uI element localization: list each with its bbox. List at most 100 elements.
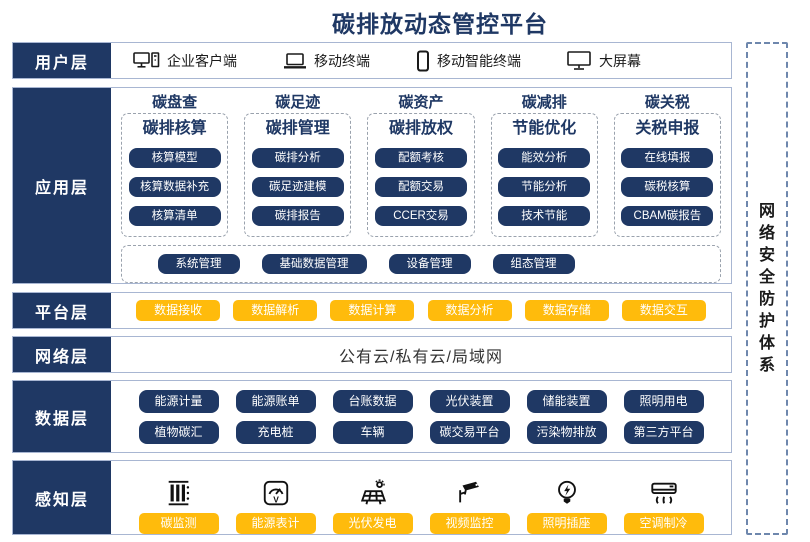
laptop-icon bbox=[283, 52, 307, 70]
solar-power-icon bbox=[358, 478, 388, 508]
sense-label-chip: 视频监控 bbox=[430, 513, 510, 534]
user-item-smart-terminal: 移动智能终端 bbox=[416, 50, 521, 72]
user-item-mobile-terminal: 移动终端 bbox=[283, 51, 370, 71]
app-module-chip: 碳足迹建模 bbox=[252, 177, 344, 197]
common-module-chip: 基础数据管理 bbox=[262, 254, 367, 274]
light-bulb-icon bbox=[552, 478, 582, 508]
app-column-carbon-inventory: 碳盘查 碳排核算 核算模型 核算数据补充 核算清单 bbox=[121, 93, 228, 237]
application-layer-label: 应用层 bbox=[13, 88, 111, 283]
app-column-header: 碳足迹 bbox=[275, 93, 320, 113]
application-layer-row: 应用层 碳盘查 碳排核算 核算模型 核算数据补充 核算清单 碳足迹 碳排管理 bbox=[12, 87, 732, 284]
sense-label-chip: 碳监测 bbox=[139, 513, 219, 534]
sense-label-chip: 光伏发电 bbox=[333, 513, 413, 534]
app-module-chip: 核算清单 bbox=[129, 206, 221, 226]
network-layer-text: 公有云/私有云/局域网 bbox=[111, 337, 731, 372]
platform-chip: 数据存储 bbox=[525, 300, 609, 321]
app-column-box: 碳排管理 碳排分析 碳足迹建模 碳排报告 bbox=[244, 113, 351, 237]
perception-layer-label: 感知层 bbox=[13, 461, 111, 534]
data-source-chip: 第三方平台 bbox=[624, 421, 704, 444]
common-module-chip: 设备管理 bbox=[389, 254, 471, 274]
app-module-chip: CBAM碳报告 bbox=[621, 206, 713, 226]
app-column-box: 节能优化 能效分析 节能分析 技术节能 bbox=[491, 113, 598, 237]
carbon-monitor-icon bbox=[164, 478, 194, 508]
sense-label-chip: 能源表计 bbox=[236, 513, 316, 534]
data-source-chip: 污染物排放 bbox=[527, 421, 607, 444]
user-item-label: 企业客户端 bbox=[167, 51, 237, 71]
app-column-subheader: 碳排放权 bbox=[389, 119, 453, 139]
app-column-subheader: 碳排管理 bbox=[266, 119, 330, 139]
app-module-chip: 能效分析 bbox=[498, 148, 590, 168]
app-column-carbon-asset: 碳资产 碳排放权 配额考核 配额交易 CCER交易 bbox=[367, 93, 474, 237]
app-column-box: 碳排核算 核算模型 核算数据补充 核算清单 bbox=[121, 113, 228, 237]
data-source-chip: 充电桩 bbox=[236, 421, 316, 444]
app-common-modules-box: 系统管理 基础数据管理 设备管理 组态管理 bbox=[121, 245, 721, 283]
network-layer-row: 网络层 公有云/私有云/局域网 bbox=[12, 336, 732, 373]
app-column-subheader: 关税申报 bbox=[635, 119, 699, 139]
application-layer-content: 碳盘查 碳排核算 核算模型 核算数据补充 核算清单 碳足迹 碳排管理 碳排分析 … bbox=[111, 88, 731, 283]
data-source-chip: 能源账单 bbox=[236, 390, 316, 413]
platform-chip: 数据解析 bbox=[233, 300, 317, 321]
data-source-chip: 植物碳汇 bbox=[139, 421, 219, 444]
data-layer-label: 数据层 bbox=[13, 381, 111, 452]
user-item-label: 大屏幕 bbox=[599, 51, 641, 71]
user-layer-label: 用户层 bbox=[13, 43, 111, 78]
sense-label-chip: 照明插座 bbox=[527, 513, 607, 534]
data-source-chip: 碳交易平台 bbox=[430, 421, 510, 444]
data-source-chip: 能源计量 bbox=[139, 390, 219, 413]
user-layer-content: 企业客户端 移动终端 移动智能终端 bbox=[111, 43, 731, 78]
desktop-pc-icon bbox=[133, 51, 160, 71]
network-security-band: 网络安全防护体系 bbox=[746, 42, 788, 535]
app-module-chip: 节能分析 bbox=[498, 177, 590, 197]
user-layer-row: 用户层 企业客户端 bbox=[12, 42, 732, 79]
app-module-chip: 配额考核 bbox=[375, 148, 467, 168]
air-conditioner-icon bbox=[649, 478, 679, 508]
app-column-header: 碳资产 bbox=[399, 93, 444, 113]
big-screen-icon bbox=[567, 51, 592, 71]
sense-item-video-surveillance: 视频监控 bbox=[430, 478, 510, 534]
user-item-label: 移动终端 bbox=[314, 51, 370, 71]
cctv-camera-icon bbox=[455, 478, 485, 508]
app-column-header: 碳关税 bbox=[645, 93, 690, 113]
platform-chip: 数据交互 bbox=[622, 300, 706, 321]
app-column-carbon-reduction: 碳减排 节能优化 能效分析 节能分析 技术节能 bbox=[491, 93, 598, 237]
platform-chip: 数据分析 bbox=[428, 300, 512, 321]
page-title: 碳排放动态管控平台 bbox=[0, 5, 810, 39]
app-module-chip: 配额交易 bbox=[375, 177, 467, 197]
data-source-chip: 照明用电 bbox=[624, 390, 704, 413]
platform-layer-content: 数据接收 数据解析 数据计算 数据分析 数据存储 数据交互 bbox=[111, 293, 731, 328]
platform-chip: 数据接收 bbox=[136, 300, 220, 321]
app-column-header: 碳减排 bbox=[522, 93, 567, 113]
energy-meter-icon: V bbox=[261, 478, 291, 508]
sense-item-energy-meter: V 能源表计 bbox=[236, 478, 316, 534]
perception-layer-row: 感知层 碳监测 bbox=[12, 460, 732, 535]
data-source-chip: 光伏装置 bbox=[430, 390, 510, 413]
data-source-chip: 储能装置 bbox=[527, 390, 607, 413]
network-layer-label: 网络层 bbox=[13, 337, 111, 372]
perception-layer-content: 碳监测 V 能源表计 bbox=[111, 461, 731, 534]
sense-item-carbon-monitoring: 碳监测 bbox=[139, 478, 219, 534]
platform-chip: 数据计算 bbox=[330, 300, 414, 321]
data-source-chip: 车辆 bbox=[333, 421, 413, 444]
data-layer-row: 数据层 能源计量 能源账单 台账数据 光伏装置 储能装置 照明用电 植物碳汇 充… bbox=[12, 380, 732, 453]
app-module-chip: 核算模型 bbox=[129, 148, 221, 168]
network-security-band-label: 网络安全防护体系 bbox=[759, 201, 776, 377]
user-item-big-screen: 大屏幕 bbox=[567, 51, 641, 71]
sense-item-solar-power: 光伏发电 bbox=[333, 478, 413, 534]
app-module-chip: CCER交易 bbox=[375, 206, 467, 226]
user-item-label: 移动智能终端 bbox=[437, 51, 521, 71]
platform-layer-row: 平台层 数据接收 数据解析 数据计算 数据分析 数据存储 数据交互 bbox=[12, 292, 732, 329]
app-module-chip: 技术节能 bbox=[498, 206, 590, 226]
network-layer-content: 公有云/私有云/局域网 bbox=[111, 337, 731, 372]
sense-label-chip: 空调制冷 bbox=[624, 513, 704, 534]
user-item-enterprise-client: 企业客户端 bbox=[133, 51, 237, 71]
app-column-carbon-footprint: 碳足迹 碳排管理 碳排分析 碳足迹建模 碳排报告 bbox=[244, 93, 351, 237]
sense-item-lighting-socket: 照明插座 bbox=[527, 478, 607, 534]
smartphone-icon bbox=[416, 50, 430, 72]
app-module-chip: 核算数据补充 bbox=[129, 177, 221, 197]
app-module-chip: 碳排分析 bbox=[252, 148, 344, 168]
app-column-carbon-tariff: 碳关税 关税申报 在线填报 碳税核算 CBAM碳报告 bbox=[614, 93, 721, 237]
app-column-box: 关税申报 在线填报 碳税核算 CBAM碳报告 bbox=[614, 113, 721, 237]
svg-text:V: V bbox=[273, 494, 279, 504]
platform-layer-label: 平台层 bbox=[13, 293, 111, 328]
sense-item-air-conditioning: 空调制冷 bbox=[624, 478, 704, 534]
